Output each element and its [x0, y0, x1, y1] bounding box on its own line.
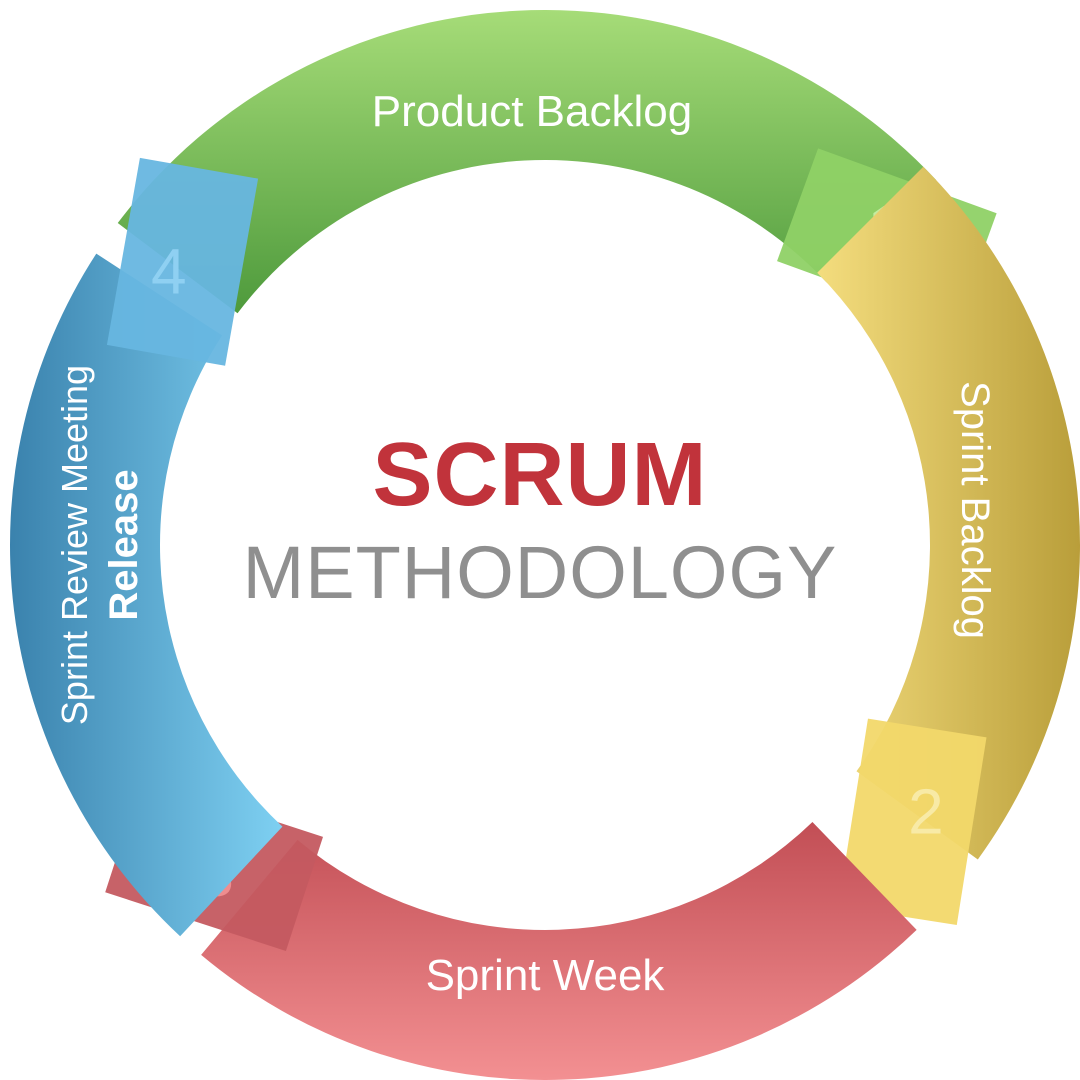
segment-3-label: Sprint Week [426, 951, 666, 1000]
segment-4-label-2: Release [102, 469, 146, 620]
diagram-title: SCRUM [372, 425, 708, 525]
segment-2-number: 2 [908, 776, 944, 848]
segment-2-tab [838, 718, 987, 926]
segment-4-tab [106, 157, 259, 366]
segment-1-band [117, 9, 937, 314]
segment-3-band [201, 821, 917, 1080]
segment-2-band [817, 166, 1080, 860]
segment-4-band [9, 253, 283, 937]
segment-2-label: Sprint Backlog [953, 381, 997, 639]
segment-4-label: Sprint Review Meeting [54, 365, 95, 725]
segment-4-number: 4 [151, 236, 187, 308]
segment-1-label: Product Backlog [372, 87, 692, 136]
diagram-subtitle: METHODOLOGY [242, 531, 838, 614]
